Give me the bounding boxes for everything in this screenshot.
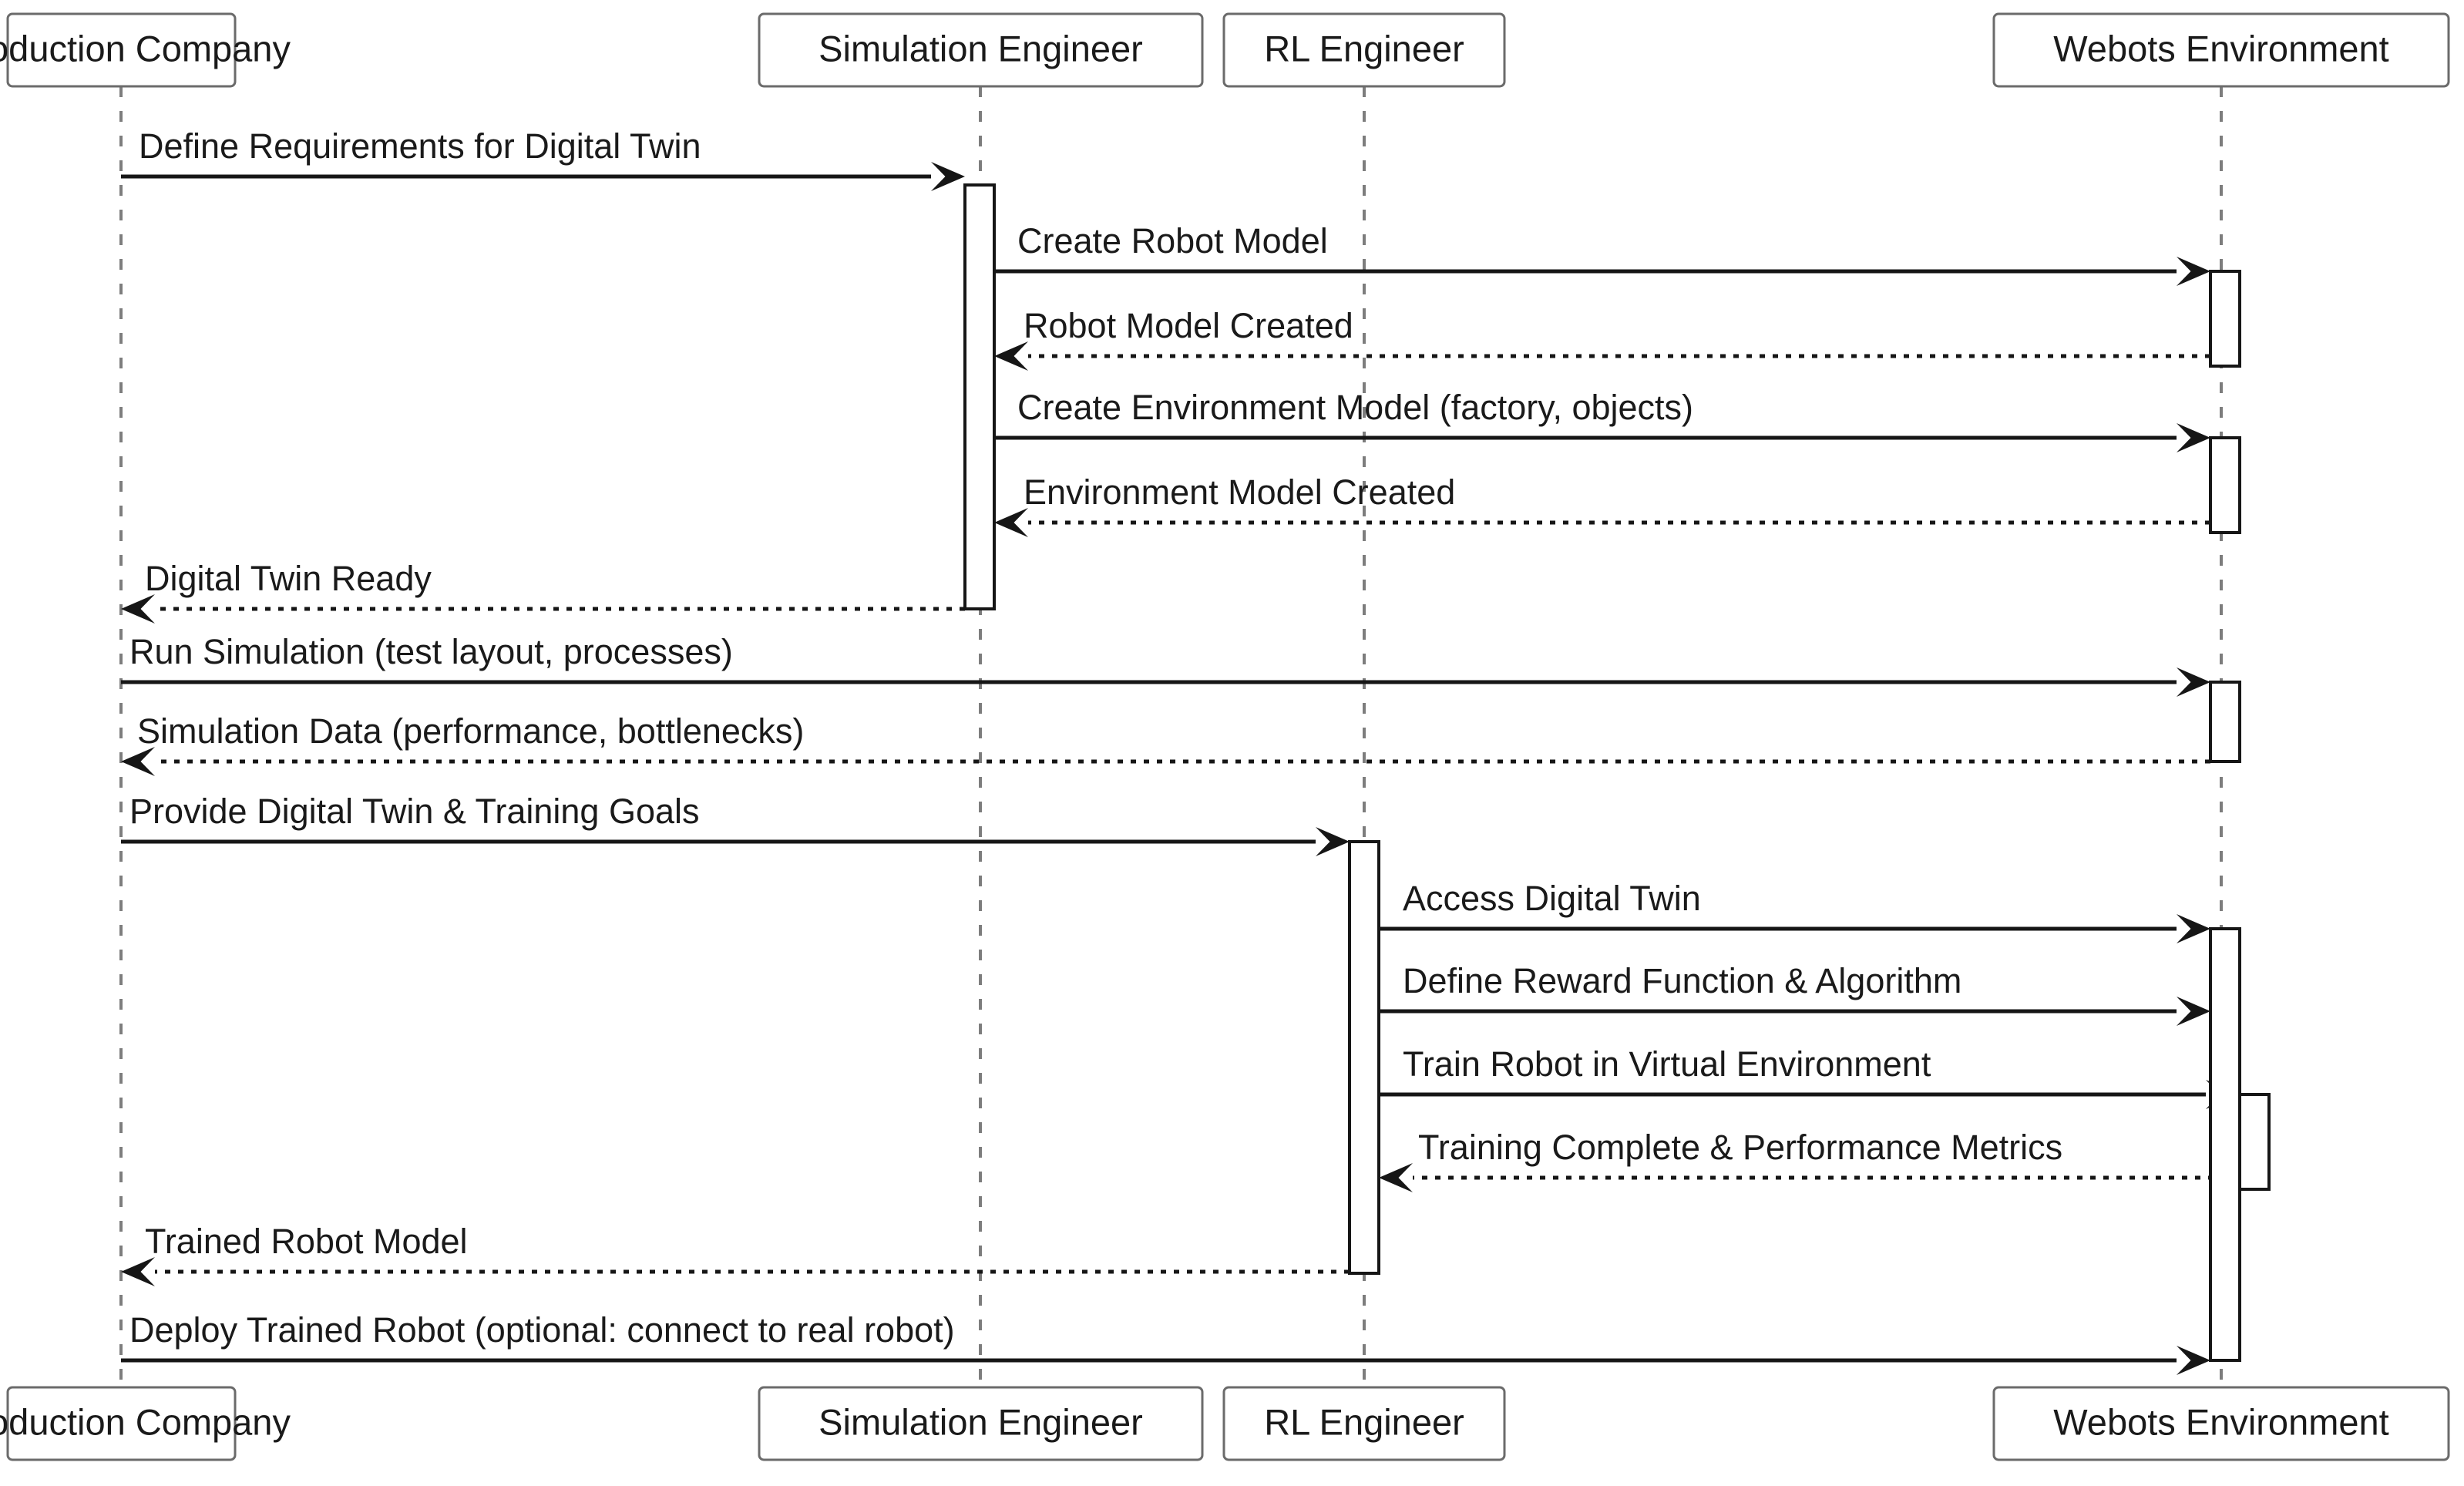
activation-rect: [1348, 840, 1380, 1275]
arrowhead-right: [931, 162, 965, 191]
participant-box-rect: [758, 12, 1204, 88]
message-15[interactable]: Deploy Trained Robot (optional: connect …: [121, 1310, 2210, 1375]
activation-rect: [2209, 681, 2241, 763]
activation-rect: [2209, 436, 2241, 534]
arrowhead-left: [121, 1257, 155, 1286]
participant-box-rect: [758, 1386, 1204, 1461]
arrowhead-right: [1316, 827, 1350, 856]
arrowhead-right: [2177, 667, 2210, 697]
activation-bar-webots: [2238, 1093, 2271, 1191]
message-11[interactable]: Define Reward Function & Algorithm: [1379, 961, 2210, 1026]
header-participant-boxes: Production Company Simulation Engineer RL …: [0, 12, 2450, 88]
participant-label: Production Company: [0, 28, 291, 69]
arrowhead-left: [1379, 1163, 1413, 1192]
message-9[interactable]: Provide Digital Twin & Training Goals: [121, 792, 1350, 856]
participant-label: Simulation Engineer: [819, 28, 1143, 69]
participant-rleng-footer[interactable]: RL Engineer: [1222, 1386, 1506, 1461]
participant-box-rect: [1222, 1386, 1506, 1461]
message-label: Define Reward Function & Algorithm: [1403, 961, 1961, 1000]
activation-rect: [2209, 270, 2241, 368]
activation-bar-webots: [2209, 927, 2241, 1362]
participant-box-rect: [1992, 12, 2450, 88]
message-13[interactable]: Training Complete & Performance Metrics: [1379, 1128, 2240, 1192]
message-label: Digital Twin Ready: [145, 559, 432, 598]
message-12[interactable]: Train Robot in Virtual Environment: [1379, 1044, 2240, 1109]
participant-label: Production Company: [0, 1401, 291, 1442]
message-4[interactable]: Create Environment Model (factory, objec…: [994, 388, 2210, 452]
message-label: Simulation Data (performance, bottleneck…: [137, 711, 804, 751]
participant-webots-footer[interactable]: Webots Environment: [1992, 1386, 2450, 1461]
message-label: Define Requirements for Digital Twin: [139, 126, 701, 166]
messages-layer: Define Requirements for Digital TwinCrea…: [121, 126, 2240, 1375]
arrowhead-right: [2177, 257, 2210, 286]
participant-rleng-header[interactable]: RL Engineer: [1222, 12, 1506, 88]
arrowhead-right: [2177, 423, 2210, 452]
message-label: Create Robot Model: [1017, 221, 1328, 261]
message-label: Train Robot in Virtual Environment: [1403, 1044, 1931, 1084]
message-2[interactable]: Create Robot Model: [994, 221, 2210, 286]
activation-bar-rleng: [1348, 840, 1380, 1275]
participant-box-rect: [1992, 1386, 2450, 1461]
activation-bar-webots: [2209, 681, 2241, 763]
arrowhead-right: [2177, 1346, 2210, 1375]
arrowhead-left: [121, 747, 155, 776]
arrowhead-left: [121, 594, 155, 624]
activations-layer: [963, 183, 2271, 1362]
arrowhead-right: [2177, 914, 2210, 943]
participant-label: Webots Environment: [2053, 1401, 2388, 1442]
message-10[interactable]: Access Digital Twin: [1379, 879, 2210, 943]
message-label: Trained Robot Model: [145, 1222, 468, 1261]
message-6[interactable]: Digital Twin Ready: [121, 559, 965, 624]
participant-production-header[interactable]: Production Company: [0, 12, 291, 88]
message-3[interactable]: Robot Model Created: [994, 306, 2210, 371]
participant-production-footer[interactable]: Production Company: [0, 1386, 291, 1461]
message-label: Create Environment Model (factory, objec…: [1017, 388, 1693, 427]
activation-bar-simeng: [963, 183, 996, 610]
message-label: Training Complete & Performance Metrics: [1418, 1128, 2062, 1167]
message-label: Access Digital Twin: [1403, 879, 1701, 918]
message-8[interactable]: Simulation Data (performance, bottleneck…: [121, 711, 2210, 776]
activation-rect: [2209, 927, 2241, 1362]
arrowhead-right: [2177, 997, 2210, 1026]
message-label: Deploy Trained Robot (optional: connect …: [129, 1310, 955, 1350]
arrowhead-left: [994, 508, 1028, 537]
message-label: Provide Digital Twin & Training Goals: [129, 792, 700, 831]
participant-box-rect: [6, 1386, 237, 1461]
participant-simeng-header[interactable]: Simulation Engineer: [758, 12, 1204, 88]
participant-label: RL Engineer: [1264, 28, 1464, 69]
message-7[interactable]: Run Simulation (test layout, processes): [121, 632, 2210, 697]
activation-rect: [963, 183, 996, 610]
participant-box-rect: [1222, 12, 1506, 88]
arrowhead-left: [994, 341, 1028, 371]
participant-label: Webots Environment: [2053, 28, 2388, 69]
participant-label: RL Engineer: [1264, 1401, 1464, 1442]
message-14[interactable]: Trained Robot Model: [121, 1222, 1350, 1286]
message-label: Robot Model Created: [1024, 306, 1353, 345]
message-1[interactable]: Define Requirements for Digital Twin: [121, 126, 965, 191]
activation-rect: [2238, 1093, 2271, 1191]
message-label: Run Simulation (test layout, processes): [129, 632, 733, 671]
participant-box-rect: [6, 12, 237, 88]
message-label: Environment Model Created: [1024, 472, 1455, 512]
participant-label: Simulation Engineer: [819, 1401, 1143, 1442]
message-5[interactable]: Environment Model Created: [994, 472, 2210, 537]
activation-bar-webots: [2209, 270, 2241, 368]
footer-participant-boxes: Production Company Simulation Engineer RL …: [0, 1386, 2450, 1461]
activation-bar-webots: [2209, 436, 2241, 534]
participant-webots-header[interactable]: Webots Environment: [1992, 12, 2450, 88]
participant-simeng-footer[interactable]: Simulation Engineer: [758, 1386, 1204, 1461]
